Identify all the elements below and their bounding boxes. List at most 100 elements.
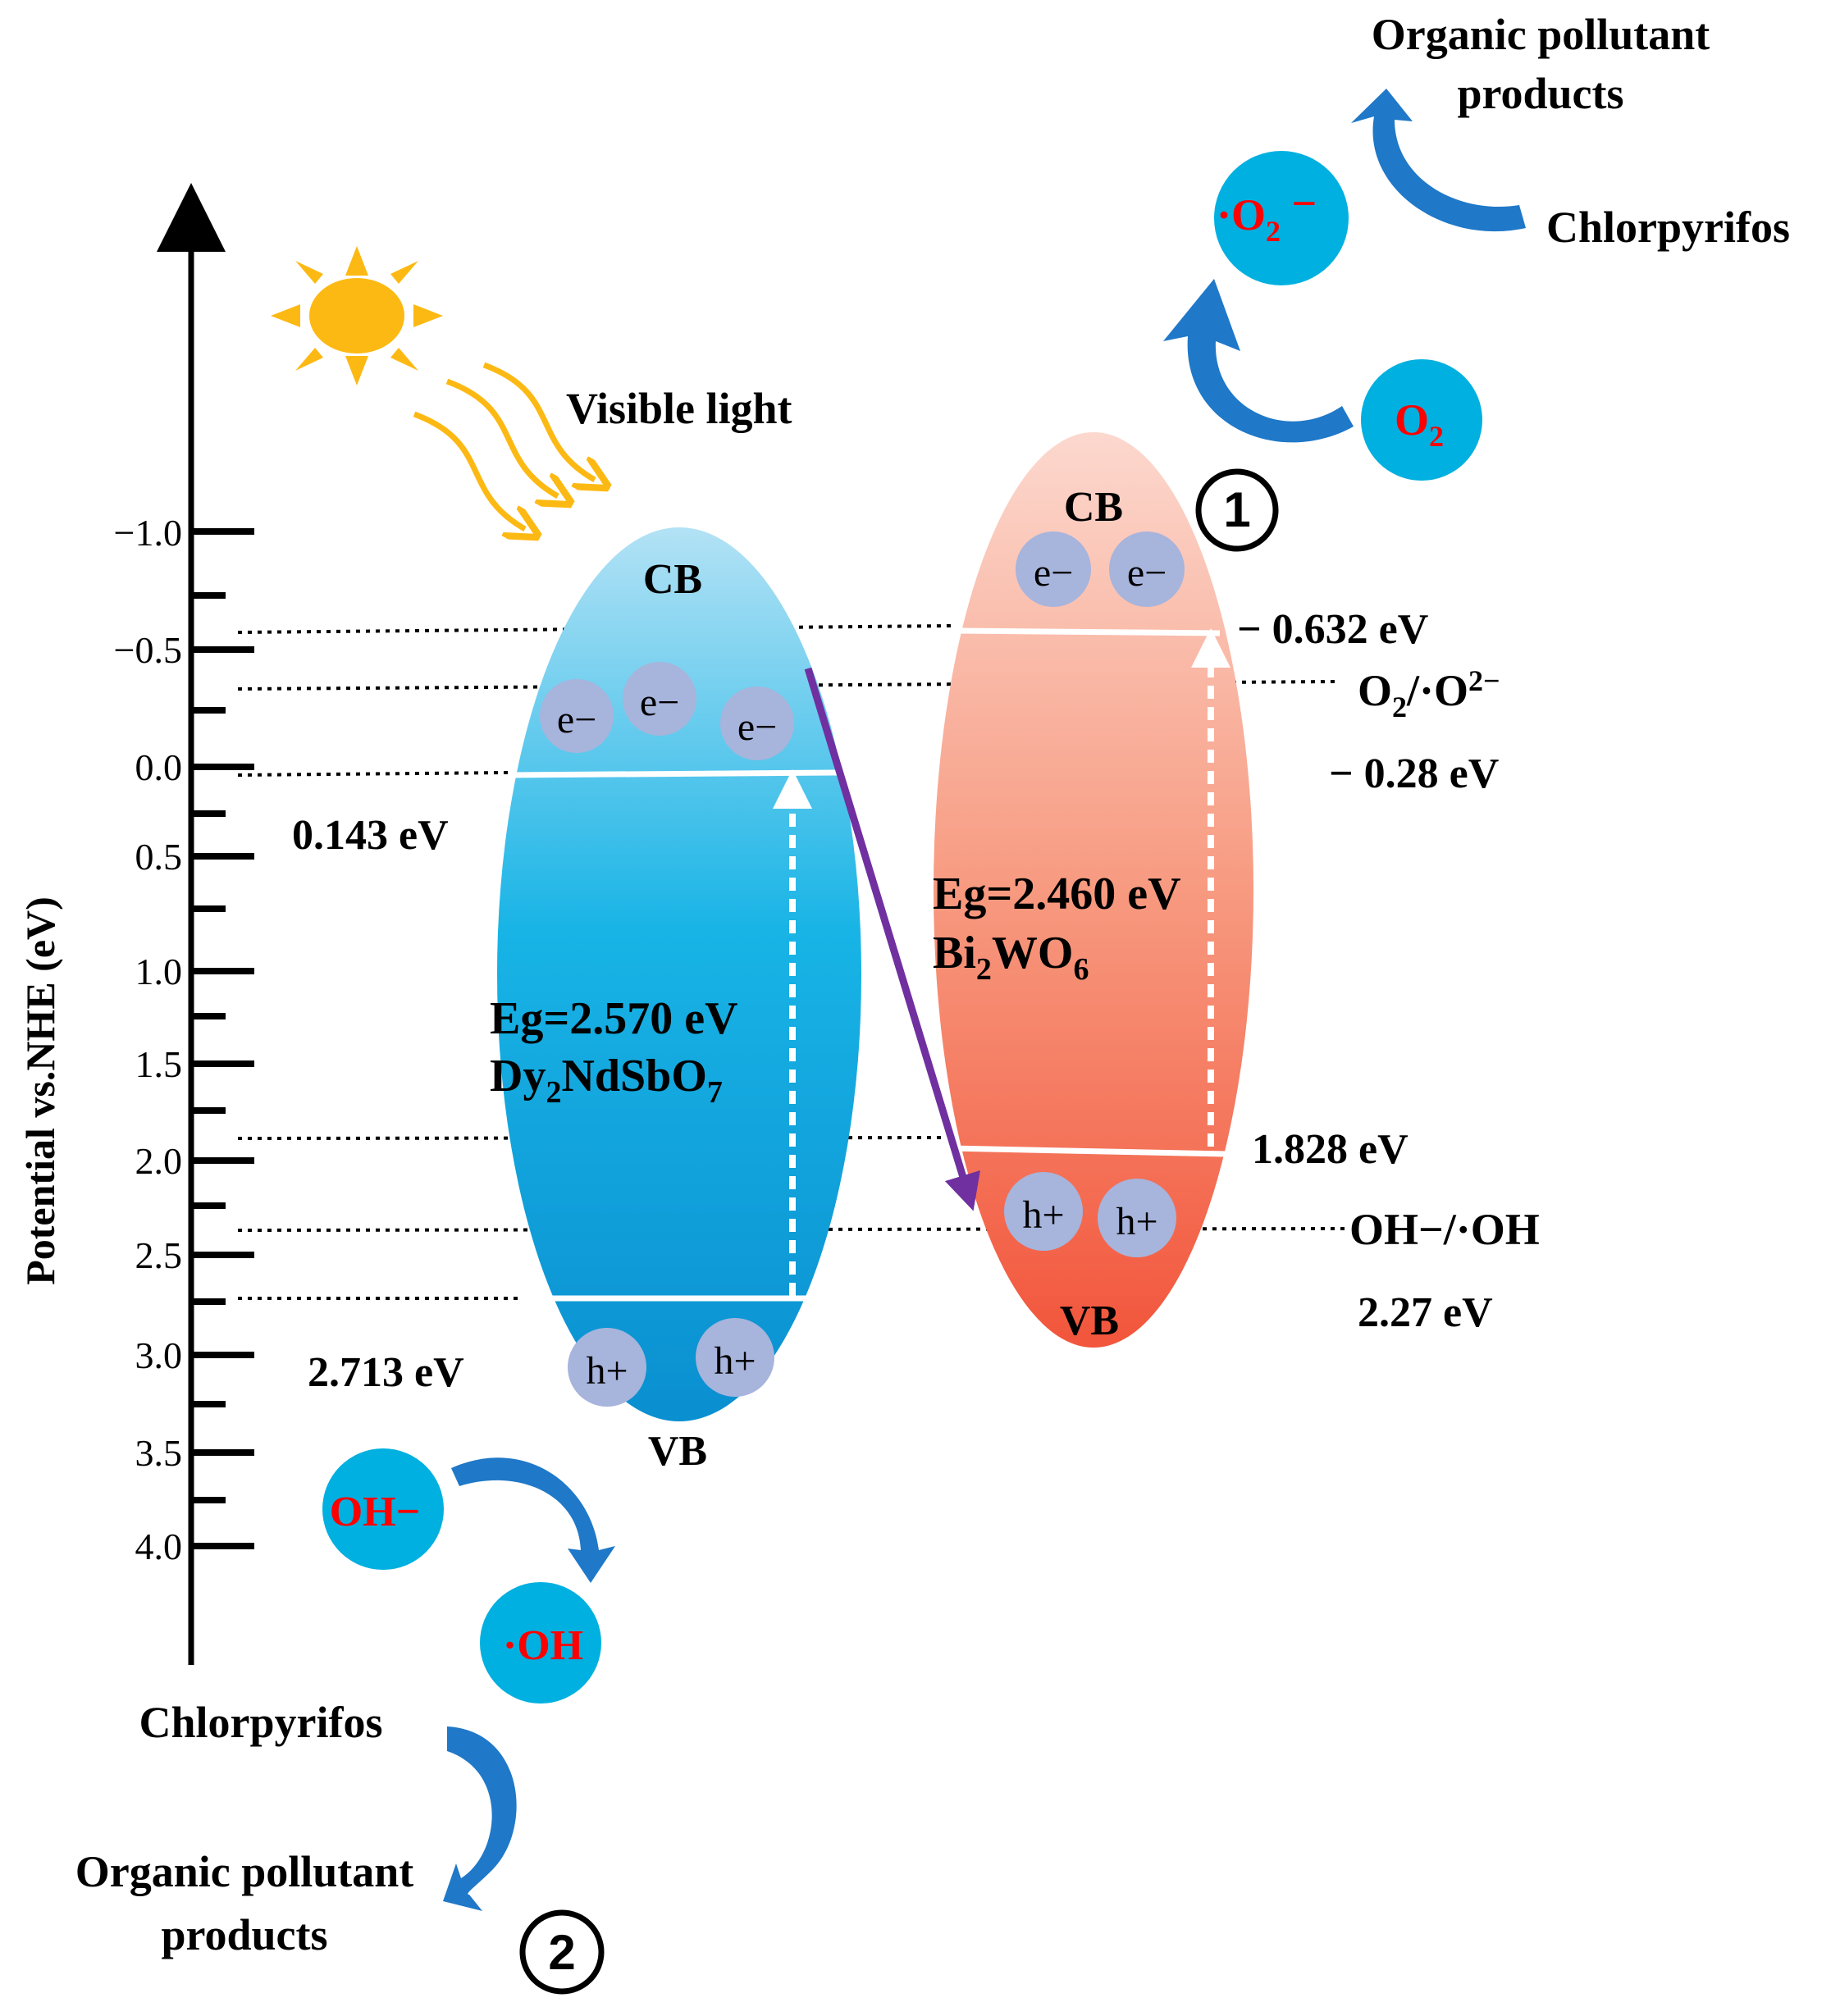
left-semiconductor: CB VB e− e− e− h+ h+ Eg=2.570 eV Dy2NdSb… [490, 527, 861, 1475]
formula-superscript: 2− [1468, 664, 1500, 697]
formula-part: ·O [1217, 190, 1266, 239]
right-cb-label: CB [1064, 484, 1123, 531]
electron-label: e− [1127, 551, 1167, 595]
formula-subscript: 6 [1073, 952, 1089, 987]
electron [623, 662, 696, 736]
hydroxide-label: OH− [330, 1489, 421, 1535]
o2-couple-label: O2/·O2− [1358, 664, 1500, 723]
formula-subscript: 2 [1266, 215, 1281, 248]
electron [1109, 531, 1185, 607]
right-vb-energy: 1.828 eV [1252, 1126, 1409, 1173]
hole-label: h+ [714, 1339, 756, 1383]
hole [696, 1318, 774, 1397]
electron-transfer-arrow [804, 667, 980, 1211]
formula-subscript: 2 [1429, 420, 1444, 453]
electron-label: e− [640, 681, 679, 724]
electron [540, 679, 614, 753]
chlorpyrifos-to-products-arrow-2 [443, 1726, 517, 1911]
o2-potential: − 0.28 eV [1329, 750, 1499, 797]
light-rays [413, 362, 595, 529]
tick-label: 3.5 [135, 1432, 183, 1474]
pathway2-products-line2: products [161, 1910, 327, 1959]
formula-part: WO [992, 928, 1074, 978]
right-band-ellipse [934, 432, 1253, 1348]
formula-part: O [1358, 666, 1392, 715]
left-bandgap: Eg=2.570 eV [490, 993, 738, 1044]
pathway1-substrate: Chlorpyrifos [1546, 203, 1790, 252]
formula-subscript: 2 [976, 952, 992, 987]
axis-title: Potential vs.NHE (eV) [17, 896, 63, 1285]
light-label: Visible light [566, 384, 792, 433]
tick-label: 4.0 [135, 1526, 183, 1567]
formula-part: Dy [490, 1051, 546, 1102]
hydroxide-circle [322, 1448, 444, 1570]
sun-icon [271, 246, 443, 385]
left-cb-label: CB [643, 556, 702, 603]
pathway-2: OH− ·OH Chlorpyrifos Organic pollutant p… [75, 1448, 615, 1995]
formula-superscript: − [1281, 179, 1317, 228]
formula-part: Bi [933, 928, 976, 978]
tick-label: −0.5 [114, 629, 182, 671]
hole-label: h+ [586, 1349, 628, 1393]
pathway1-products-line1: Organic pollutant [1372, 10, 1710, 59]
tick-label: 0.5 [135, 836, 183, 878]
o2-circle [1361, 359, 1482, 481]
tick-label: 3.0 [135, 1334, 183, 1376]
electron [720, 686, 794, 760]
hole [1004, 1172, 1083, 1251]
tick-label: 0.0 [135, 746, 183, 788]
electron-label: e− [1034, 551, 1073, 595]
left-cb-energy: 0.143 eV [292, 812, 449, 859]
hydroxyl-label: ·OH [503, 1622, 583, 1669]
right-vb-label: VB [1060, 1298, 1119, 1344]
hydroxyl-circle [480, 1582, 601, 1704]
formula-subscript: 7 [707, 1075, 723, 1110]
electron [1016, 531, 1091, 607]
hole [1098, 1179, 1176, 1257]
step-marker-2 [519, 1909, 605, 1995]
hydroxide-to-hydroxyl-arrow [451, 1457, 615, 1583]
right-vb-edge [949, 1145, 1227, 1157]
tick-label: 1.0 [135, 951, 183, 992]
o2-label: O2 [1395, 395, 1444, 453]
formula-subscript: 2 [546, 1075, 561, 1110]
potential-axis: −1.0 −0.5 0.0 0.5 1.0 1.5 2.0 2.5 3.0 3.… [17, 183, 254, 1665]
formula-part: O [1395, 395, 1429, 445]
left-vb-energy: 2.713 eV [308, 1349, 464, 1396]
chlorpyrifos-to-products-arrow [1351, 89, 1526, 232]
right-bandgap: Eg=2.460 eV [933, 869, 1181, 919]
left-band-ellipse [497, 527, 861, 1421]
oh-potential: 2.27 eV [1358, 1289, 1493, 1336]
left-material: Dy2NdSbO7 [490, 1051, 723, 1110]
hole [568, 1328, 646, 1407]
tick-label: 1.5 [135, 1043, 183, 1085]
right-material: Bi2WO6 [933, 928, 1089, 987]
tick-label: −1.0 [114, 512, 182, 554]
right-cb-energy: − 0.632 eV [1237, 606, 1428, 653]
hole-label: h+ [1022, 1193, 1064, 1237]
superoxide-circle [1214, 151, 1349, 285]
pathway1-products-line2: products [1457, 69, 1623, 118]
electron-label: e− [737, 705, 777, 749]
o2-to-superoxide-arrow [1163, 279, 1354, 443]
step-marker-1 [1195, 468, 1279, 552]
step-marker-2-label: 2 [548, 1925, 575, 1980]
left-cb-edge [509, 769, 838, 778]
pathway-1: O2 ·O2 − Chlorpyrifos Organic pollutant … [1163, 10, 1790, 552]
electron-label: e− [557, 698, 596, 741]
step-marker-1-label: 1 [1223, 482, 1250, 537]
right-semiconductor: CB VB e− e− h+ h+ Eg=2.460 eV Bi2WO6 [933, 432, 1253, 1348]
left-vb-label: VB [648, 1428, 707, 1475]
formula-subscript: 2 [1392, 691, 1407, 723]
superoxide-label: ·O2 − [1217, 179, 1317, 248]
tick-label: 2.5 [135, 1234, 183, 1276]
oh-couple-label: OH−/·OH [1349, 1205, 1540, 1254]
hole-label: h+ [1116, 1200, 1157, 1243]
pathway2-substrate: Chlorpyrifos [139, 1698, 383, 1747]
formula-part: /·O [1406, 666, 1468, 715]
axis-ticks [191, 528, 254, 1549]
pathway2-products-line1: Organic pollutant [75, 1847, 414, 1896]
formula-part: NdSbO [561, 1051, 706, 1102]
right-cb-edge [957, 627, 1221, 636]
